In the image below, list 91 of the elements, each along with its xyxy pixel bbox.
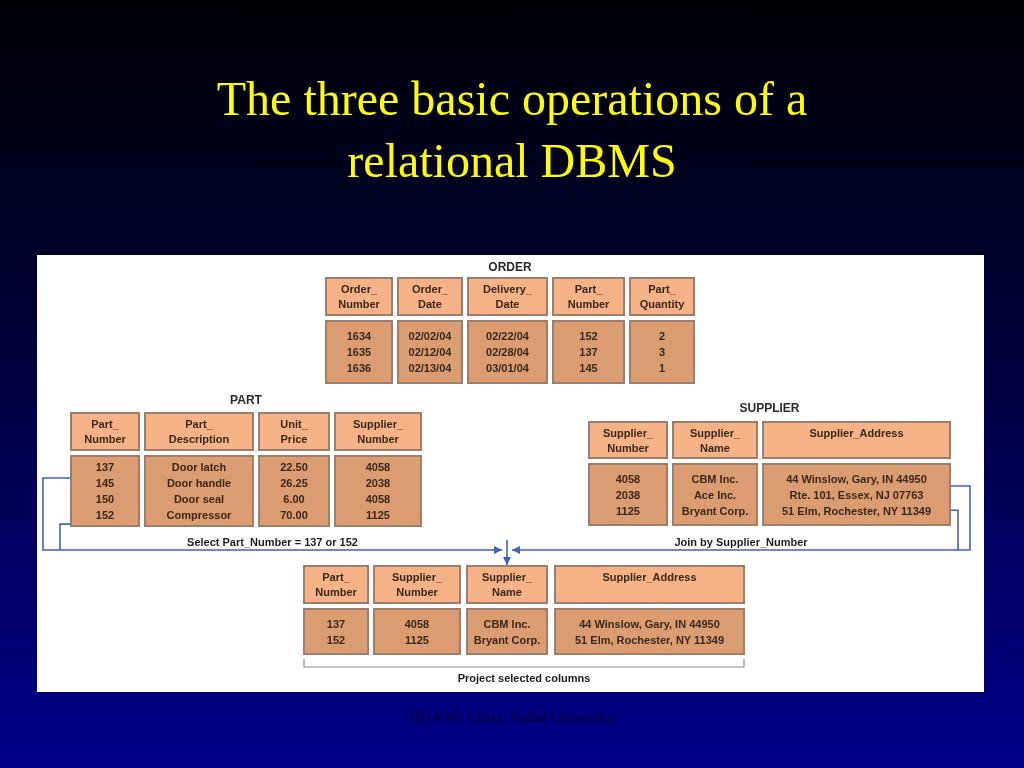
data-cell [334, 455, 422, 527]
data-cell [588, 463, 668, 526]
cell-value: 22.50 [280, 460, 308, 475]
cell-value: 4058 [365, 492, 391, 507]
data-cell [258, 455, 330, 527]
table-title: SUPPLIER [739, 401, 800, 415]
cell-value: 152 [579, 329, 598, 344]
cell-value: 1 [658, 361, 666, 376]
cell-value: 4058 [365, 460, 391, 475]
cell-value: 6.00 [283, 492, 305, 507]
data-cell [672, 463, 758, 526]
connector-arrow [511, 485, 971, 554]
cell-value: 4058 [404, 616, 430, 632]
cell-value: Bryant Corp. [473, 632, 541, 648]
cell-value: 152 [95, 508, 115, 523]
data-cell [629, 320, 695, 384]
cell-value: 1634 [346, 329, 372, 344]
cell-value: 51 Elm, Rochester, NY 11349 [782, 503, 931, 519]
cell-value: Door latch [171, 460, 227, 475]
cell-value: Compressor [166, 508, 232, 523]
connector-arrow [42, 477, 503, 554]
column-header: Part_ Number [70, 412, 140, 451]
data-cell [552, 320, 625, 384]
data-cell [467, 320, 548, 384]
table-title: ORDER [488, 260, 532, 274]
footer-text: HUANG Lihua, Fudan University [409, 708, 615, 726]
data-cell [466, 608, 548, 655]
column-header: Supplier_Address [762, 421, 951, 459]
slide-title: The three basic operations of a relational DBMS [215, 71, 809, 189]
column-header: Unit_ Price [258, 412, 330, 451]
cell-value: 44 Winslow, Gary, IN 44950 [579, 616, 720, 632]
cell-value: Rte. 101, Essex, NJ 07763 [789, 487, 924, 503]
cell-value: 145 [95, 476, 115, 491]
data-cell [70, 455, 140, 527]
column-header: Part_ Quantity [629, 277, 695, 316]
cell-value: 4058 [615, 471, 641, 487]
data-cell [397, 320, 463, 384]
cell-value: 03/01/04 [486, 361, 529, 376]
cell-value: 1125 [405, 632, 429, 648]
cell-value: 152 [326, 632, 346, 648]
arrow [503, 539, 511, 566]
cell-value: 70.00 [280, 508, 308, 523]
cell-value: CBM Inc. [691, 471, 739, 487]
column-header: Supplier_ Name [466, 565, 548, 604]
cell-value: 137 [95, 460, 115, 475]
column-header: Supplier_ Name [672, 421, 758, 459]
cell-value: Door seal [173, 492, 225, 507]
cell-value: 1125 [616, 503, 640, 519]
cell-value: 145 [579, 361, 598, 376]
data-cell [554, 608, 745, 655]
edge-label: Select Part_Number = 137 or 152 [184, 535, 361, 549]
edge-label: Join by Supplier_Number [671, 535, 811, 549]
cell-value: Ace Inc. [693, 487, 737, 503]
cell-value: Door handle [166, 476, 232, 491]
cell-value: 26.25 [280, 476, 308, 491]
cell-value: 3 [658, 345, 666, 360]
column-header: Part_ Number [303, 565, 369, 604]
column-header: Delivery_ Date [467, 277, 548, 316]
cell-value: 1636 [346, 361, 372, 376]
cell-value: 137 [326, 616, 346, 632]
column-header: Part_ Description [144, 412, 254, 451]
table-title: PART [230, 393, 262, 407]
cell-value: 137 [579, 345, 598, 360]
cell-value: 44 Winslow, Gary, IN 44950 [786, 471, 927, 487]
column-header: Supplier_ Number [373, 565, 461, 604]
data-cell [762, 463, 951, 526]
cell-value: 02/12/04 [408, 345, 452, 360]
cell-value: 2 [658, 329, 666, 344]
cell-value: 1635 [346, 345, 372, 360]
column-header: Supplier_ Number [588, 421, 668, 459]
data-cell [325, 320, 393, 384]
cell-value: 02/22/04 [486, 329, 529, 344]
column-header: Order_ Number [325, 277, 393, 316]
cell-value: 150 [95, 492, 115, 507]
data-cell [373, 608, 461, 655]
cell-value: 1125 [366, 508, 390, 523]
data-cell [303, 608, 369, 655]
cell-value: 02/28/04 [486, 345, 529, 360]
cell-value: 2038 [365, 476, 391, 491]
cell-value: 2038 [615, 487, 641, 503]
cell-value: 02/13/04 [408, 361, 452, 376]
cell-value: Bryant Corp. [681, 503, 749, 519]
data-cell [144, 455, 254, 527]
cell-value: 02/02/04 [408, 329, 452, 344]
bracket-label: Project selected columns [457, 671, 591, 685]
column-header: Supplier_Address [554, 565, 745, 604]
column-header: Order_ Date [397, 277, 463, 316]
cell-value: CBM Inc. [483, 616, 531, 632]
cell-value: 51 Elm, Rochester, NY 11349 [575, 632, 724, 648]
column-header: Part_ Number [552, 277, 625, 316]
column-header: Supplier_ Number [334, 412, 422, 451]
